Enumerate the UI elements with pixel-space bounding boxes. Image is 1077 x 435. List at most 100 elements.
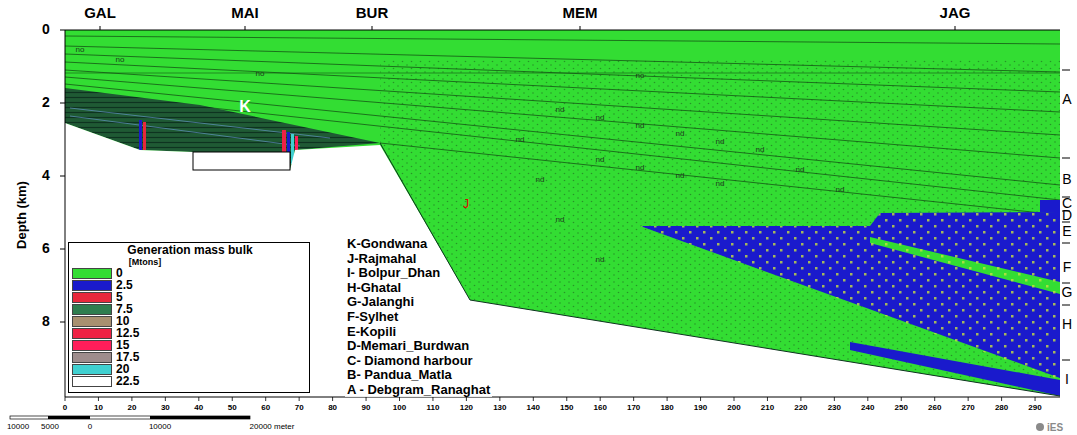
layer-name: A - Debgram_Ranaghat — [345, 383, 492, 397]
layer-name: G-Jalanghi — [345, 295, 416, 309]
distance-value: 20 — [127, 404, 136, 413]
distance-value: 230 — [828, 404, 841, 413]
distance-value: 10 — [94, 404, 103, 413]
distance-value: 280 — [995, 404, 1008, 413]
layer-letter: H — [1062, 317, 1072, 332]
distance-value: 190 — [694, 404, 707, 413]
layer-name: E-Kopili — [345, 324, 398, 338]
legend-swatch — [72, 292, 112, 303]
legend-swatch — [72, 268, 112, 279]
distance-value: 120 — [460, 404, 473, 413]
distance-value: 270 — [961, 404, 974, 413]
well-name: GAL — [84, 5, 116, 22]
distance-value: 30 — [161, 404, 170, 413]
layer-letter: F — [1063, 260, 1072, 275]
distance-value: 170 — [627, 404, 640, 413]
no-data-mark: nd — [596, 114, 605, 123]
distance-value: 150 — [560, 404, 573, 413]
scale-value: 10000 — [149, 423, 171, 432]
no-data-mark: nd — [796, 166, 805, 175]
distance-value: 240 — [861, 404, 874, 413]
distance-value: 90 — [362, 404, 371, 413]
no-data-mark: no — [116, 56, 125, 65]
no-data-mark: nd — [556, 216, 565, 225]
no-data-mark: nd — [636, 122, 645, 131]
legend-swatch — [72, 364, 112, 375]
distance-value: 250 — [895, 404, 908, 413]
well-name: MAI — [231, 5, 259, 22]
distance-value: 60 — [261, 404, 270, 413]
no-data-mark: nd — [596, 156, 605, 165]
legend-swatch — [72, 316, 112, 327]
layer-name: C- Diamond harbour — [345, 354, 475, 368]
no-data-mark: nd — [556, 106, 565, 115]
layer-name: H-Ghatal — [345, 281, 403, 295]
no-data-mark: no — [636, 72, 645, 81]
distance-value: 160 — [594, 404, 607, 413]
layer-letter: I — [1065, 372, 1069, 387]
legend-title: Generation mass bulk — [127, 244, 252, 257]
layer-name: D-Memari_Burdwan — [345, 339, 471, 353]
no-data-mark: nd — [536, 176, 545, 185]
layer-letter: G — [1062, 285, 1073, 300]
legend-swatch — [72, 280, 112, 291]
scale-value: 20000 meter — [250, 423, 295, 432]
distance-value: 40 — [194, 404, 203, 413]
scale-value: 5000 — [41, 423, 59, 432]
distance-value: 110 — [426, 404, 439, 413]
distance-value: 0 — [63, 404, 67, 413]
no-data-mark: no — [76, 46, 85, 55]
body-label: J — [463, 198, 469, 211]
no-data-mark: nd — [716, 180, 725, 189]
no-data-mark: nd — [716, 138, 725, 147]
legend-swatch — [72, 328, 112, 339]
no-data-mark: nd — [676, 130, 685, 139]
no-data-mark: nd — [636, 164, 645, 173]
depth-value: 8 — [42, 314, 50, 329]
distance-value: 50 — [228, 404, 237, 413]
legend-swatch — [72, 304, 112, 315]
layer-name: J-Rajmahal — [345, 251, 418, 265]
scale-value: 0 — [88, 423, 92, 432]
distance-value: 180 — [660, 404, 673, 413]
distance-value: 100 — [393, 404, 406, 413]
layer-name: F-Sylhet — [345, 310, 400, 324]
distance-value: 290 — [1028, 404, 1041, 413]
well-name: JAG — [940, 5, 971, 22]
legend-unit: [Mtons] — [129, 258, 162, 268]
legend-swatch — [72, 340, 112, 351]
scale-value: 10000 — [7, 423, 29, 432]
legend-text: 22.5 — [116, 375, 139, 388]
depth-value: 6 — [42, 241, 50, 256]
axis-title: Depth (km) — [15, 181, 29, 249]
well-name: BUR — [356, 5, 389, 22]
layer-letter: D — [1062, 208, 1072, 223]
legend-swatch — [72, 376, 112, 387]
layer-name: K-Gondwana — [345, 237, 429, 251]
distance-value: 70 — [295, 404, 304, 413]
distance-value: 200 — [727, 404, 740, 413]
no-data-mark: nd — [516, 136, 525, 145]
distance-value: 130 — [493, 404, 506, 413]
distance-value: 220 — [794, 404, 807, 413]
layer-letter: E — [1062, 224, 1071, 239]
layer-letter: A — [1062, 92, 1071, 107]
distance-value: 260 — [928, 404, 941, 413]
no-data-mark: no — [256, 70, 265, 79]
depth-value: 2 — [42, 95, 50, 110]
no-data-mark: nd — [596, 256, 605, 265]
well-name: MEM — [563, 5, 598, 22]
layer-letter: B — [1062, 172, 1071, 187]
legend-swatch — [72, 352, 112, 363]
distance-value: 80 — [328, 404, 337, 413]
layer-name: I- Bolpur_Dhan — [345, 266, 442, 280]
distance-value: 210 — [761, 404, 774, 413]
layer-name: B- Pandua_Matla — [345, 368, 454, 382]
no-data-mark: nd — [676, 172, 685, 181]
logo-text: iES — [1047, 422, 1063, 433]
body-label: K — [239, 98, 251, 116]
no-data-mark: nd — [836, 186, 845, 195]
depth-value: 4 — [42, 168, 50, 183]
depth-value: 0 — [42, 22, 50, 37]
